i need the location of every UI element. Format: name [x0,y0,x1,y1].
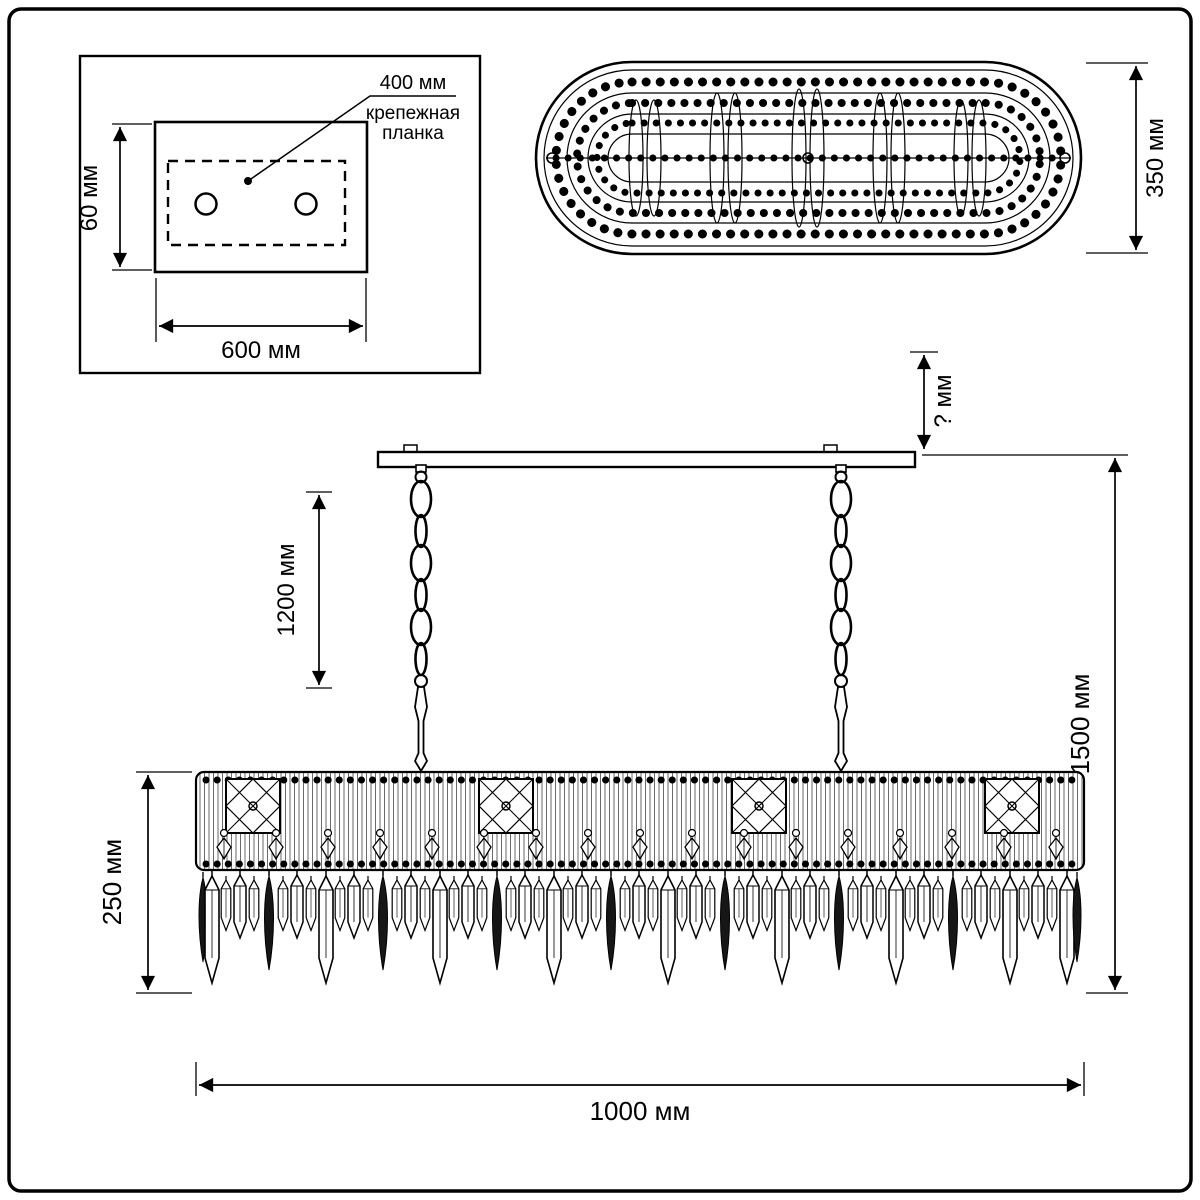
part-name-line2: планка [382,123,444,144]
dim-label-total-height: 1500 мм [1065,674,1095,775]
dimension-plate-height: 60 мм [76,123,152,271]
sheet-border [7,7,1193,1193]
canopy-outline [153,120,369,274]
front-view: ? мм 1200 мм 1500 мм 250 мм [97,351,1128,1126]
dim-label-body-height: 250 мм [97,839,127,925]
dimension-suspension-height: ? мм [910,351,957,449]
mounting-plate-view: 400 мм крепежная планка 60 мм 600 мм [76,54,482,375]
dim-label-body-width: 1000 мм [590,1096,691,1126]
top-view-outer-rim [534,60,1083,256]
leader-line [247,95,456,182]
crystal-row-front [198,869,1082,984]
top-view-crystal-ovals [628,88,987,228]
part-name-line1: крепежная [366,103,460,124]
dim-label-plate-height: 60 мм [76,165,103,231]
dimension-chain-length: 1200 мм [273,491,332,689]
mounting-hole-left [194,192,218,216]
dim-label-chain-length: 1200 мм [273,543,300,636]
mounting-plate-dashed-outline [166,159,347,247]
body-band [194,770,1086,872]
dimension-body-height: 250 мм [97,771,192,994]
dim-label-hole-spacing: 400 мм [380,72,446,94]
ceiling-bar [376,450,917,469]
top-view: 350 мм [534,60,1169,256]
leader-hole-spacing: 400 мм крепежная планка [244,72,460,185]
dimension-body-width: 1000 мм [195,1062,1085,1126]
chandelier-body [194,770,1086,872]
dimension-total-height: 1500 мм [922,454,1128,994]
dim-label-plate-width: 600 мм [221,337,301,364]
dim-label-suspension-height: ? мм [930,374,957,427]
top-view-rim-line [543,69,1074,247]
top-view-hub [1059,152,1071,164]
dimension-top-depth: 350 мм [1086,62,1169,254]
top-view-hub [546,152,558,164]
dim-label-top-depth: 350 мм [1142,118,1169,198]
chain-left [409,463,433,773]
dimension-plate-width: 600 мм [155,278,367,364]
chain-right [829,463,853,773]
mounting-hole-right [294,192,318,216]
top-view-hub [802,152,814,164]
